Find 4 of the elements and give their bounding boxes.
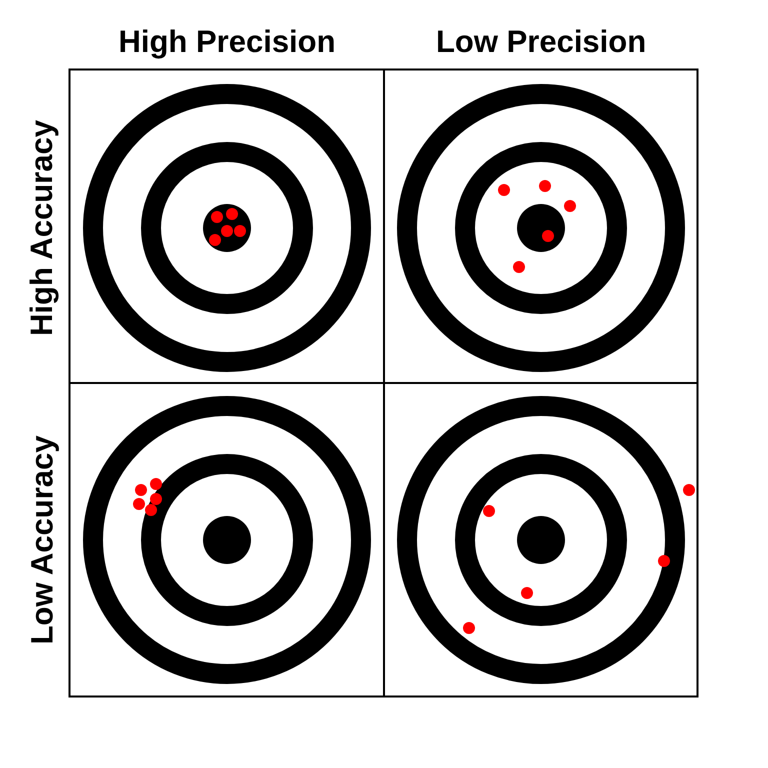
axis-heading: High Accuracy — [24, 120, 60, 336]
axis-heading: High Precision — [118, 24, 336, 60]
axis-heading: Low Accuracy — [24, 435, 60, 645]
axis-heading: Low Precision — [436, 24, 646, 60]
